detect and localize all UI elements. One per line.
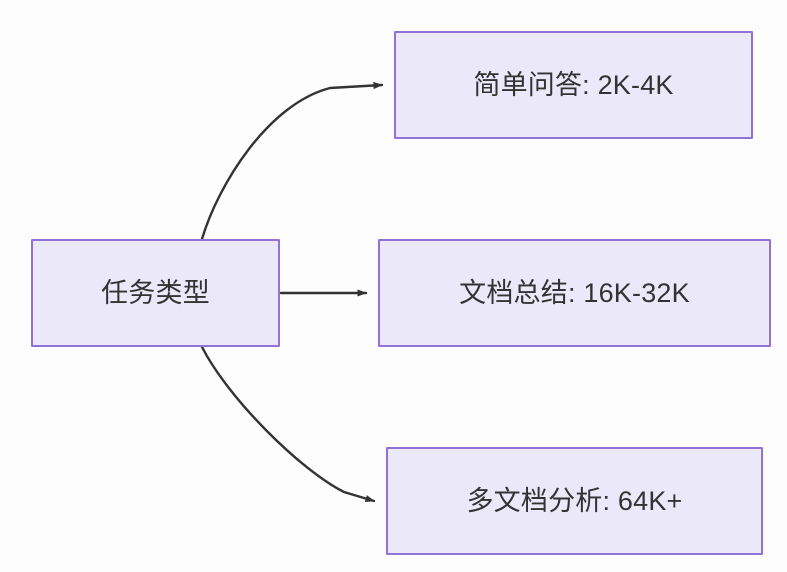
node-doc-summary-label: 文档总结: 16K-32K xyxy=(459,277,690,308)
node-multi-doc-analysis[interactable]: 多文档分析: 64K+ xyxy=(386,447,763,555)
node-task-type-label: 任务类型 xyxy=(101,277,210,308)
edge-root-to-multi-doc xyxy=(200,345,376,503)
node-doc-summary[interactable]: 文档总结: 16K-32K xyxy=(378,239,771,347)
node-simple-qa[interactable]: 简单问答: 2K-4K xyxy=(394,31,753,139)
node-multi-doc-analysis-label: 多文档分析: 64K+ xyxy=(466,485,683,516)
node-task-type[interactable]: 任务类型 xyxy=(31,239,280,347)
node-simple-qa-label: 简单问答: 2K-4K xyxy=(473,69,674,100)
edge-root-to-simple-qa xyxy=(200,81,384,241)
